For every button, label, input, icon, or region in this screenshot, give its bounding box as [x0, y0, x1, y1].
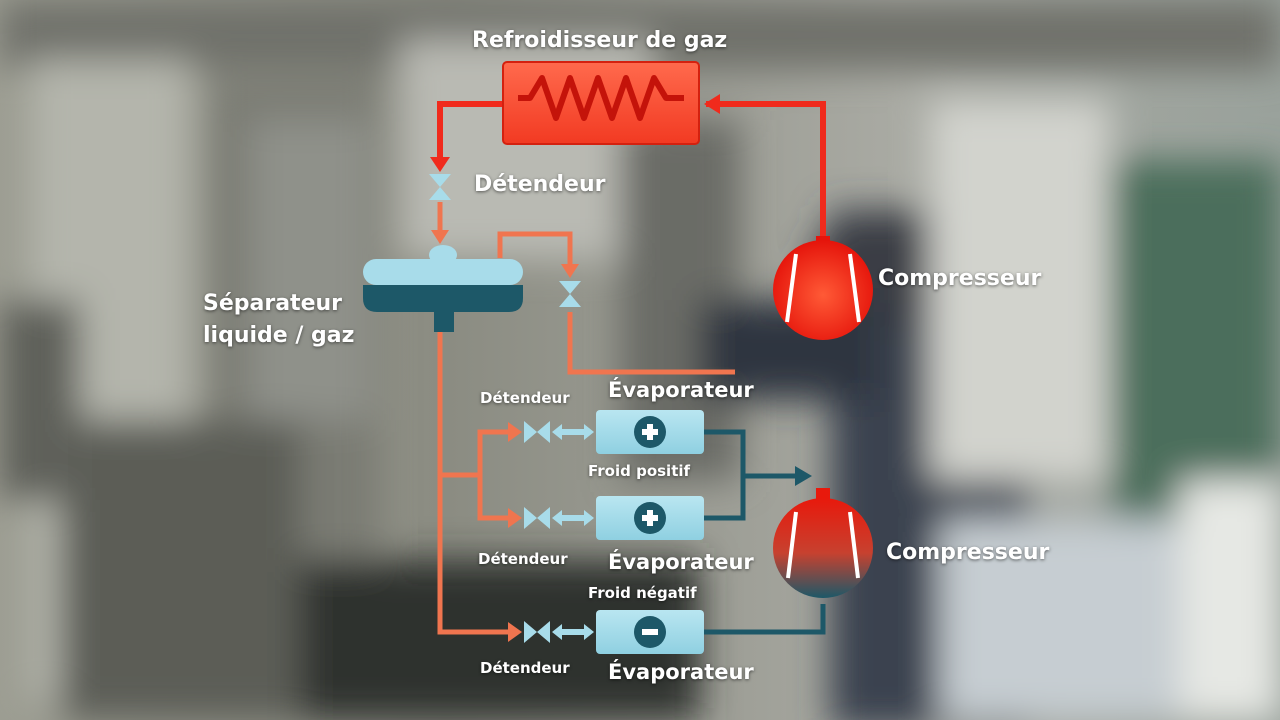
expansion-valve-label-1: Détendeur: [480, 389, 570, 407]
separator-label-line2: liquide / gaz: [203, 323, 355, 348]
separator-label-line1: Séparateur: [203, 291, 343, 316]
evaporator-label-3: Évaporateur: [608, 660, 754, 684]
gas-cooler: [502, 61, 700, 145]
compressor-icon: [773, 236, 873, 340]
liquid-gas-separator-icon: [363, 245, 523, 332]
separator-label: Séparateur liquide / gaz: [203, 288, 354, 352]
expansion-valve-icon: [429, 174, 451, 200]
compressor-label-bottom: Compresseur: [886, 540, 1050, 565]
evaporator-negative: [596, 610, 704, 654]
evaporator-label-1: Évaporateur: [608, 378, 754, 402]
expansion-valve-label-2: Détendeur: [478, 550, 568, 568]
gas-cooler-label: Refroidisseur de gaz: [472, 28, 728, 53]
arrow-to-valve: [430, 157, 450, 172]
plus-icon: [642, 424, 658, 440]
expansion-valve-label-top: Détendeur: [474, 172, 606, 197]
plus-icon: [642, 510, 658, 526]
evaporator-positive-1: [596, 410, 704, 454]
evaporator-inlets: [524, 421, 594, 643]
arrow-into-cooler: [704, 94, 720, 114]
negative-cold-label: Froid négatif: [588, 584, 697, 602]
compressor-label-top: Compresseur: [878, 266, 1042, 291]
compressor-icon: [773, 488, 873, 598]
hot-loop-pipes: [437, 101, 826, 250]
evaporator-positive-2: [596, 496, 704, 540]
heat-exchanger-coil-icon: [518, 75, 684, 121]
suction-pipes: [704, 429, 826, 635]
expansion-valve-label-3: Détendeur: [480, 659, 570, 677]
minus-icon: [642, 629, 658, 635]
expansion-valve-icon: [559, 281, 581, 307]
positive-cold-label: Froid positif: [588, 462, 691, 480]
evaporator-label-2: Évaporateur: [608, 550, 754, 574]
